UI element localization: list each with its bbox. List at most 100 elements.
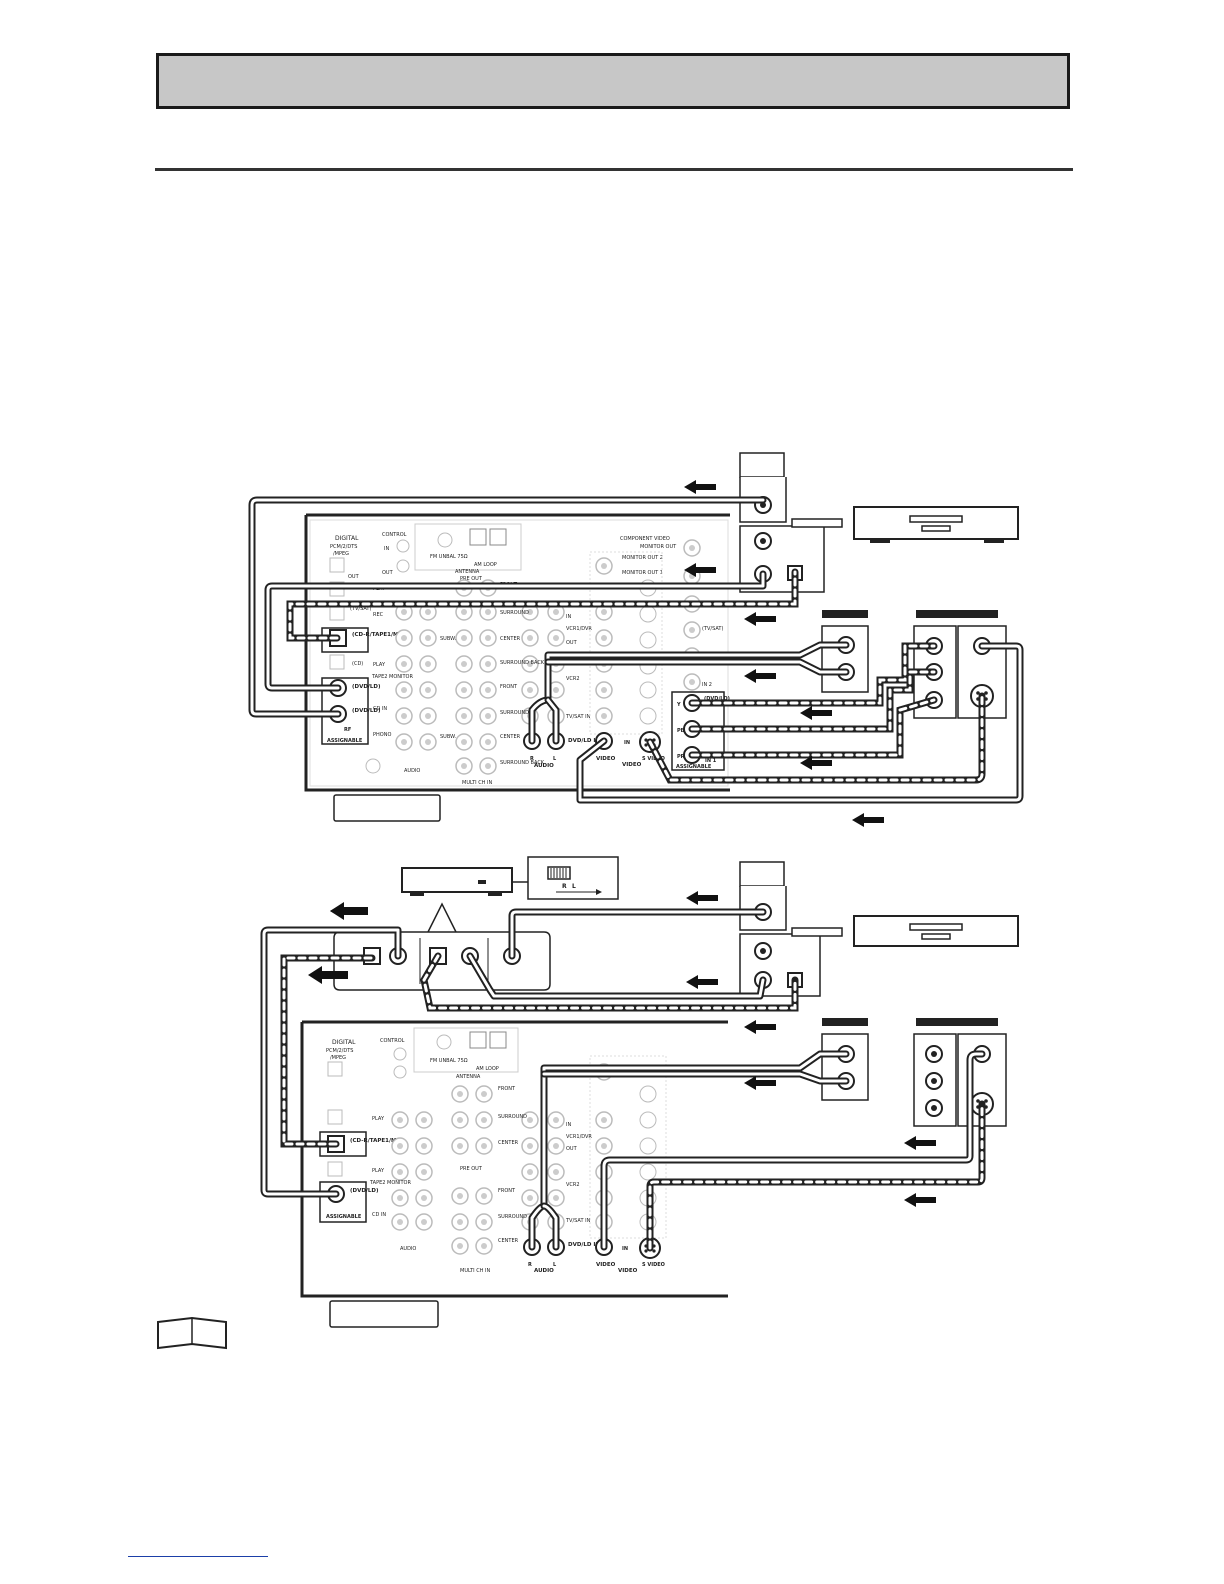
label-audio-faint-b: AUDIO: [400, 1246, 416, 1252]
label-assignable-comp: ASSIGNABLE: [676, 764, 712, 770]
label-dvd-ld-in-top: DVD/LD IN: [568, 738, 600, 744]
tv-unit-bottom: [739, 861, 843, 997]
label-dvd-ld-comp: (DVD/LD): [704, 696, 730, 702]
label-switch-l: L: [572, 883, 576, 890]
label-pr: PR: [677, 754, 685, 760]
label-mpeg: /MPEG: [333, 551, 349, 557]
label-video-top-2: VIDEO: [622, 762, 642, 768]
label-surround-back-1: SURROUND BACK: [500, 660, 545, 666]
dvd-player-bottom: [853, 915, 1019, 947]
label-surround-back-2: SURROUND BACK: [500, 760, 545, 766]
label-video-bottom-1: VIDEO: [596, 1262, 616, 1268]
label-play-b2: PLAY: [372, 1168, 385, 1174]
signal-arrows-bottom: [308, 891, 936, 1207]
label-rec-1: REC: [373, 612, 384, 618]
label-pb: PB: [677, 728, 685, 734]
label-out: OUT: [348, 574, 360, 580]
tv-unit-top: [739, 452, 843, 593]
label-am-loop: AM LOOP: [474, 562, 497, 568]
label-s-video-top: S VIDEO: [642, 756, 665, 762]
label-cdr-tape-md: (CD-R/TAPE1/MD): [352, 632, 406, 638]
label-vcr1-dvr: VCR1/DVR: [566, 626, 592, 632]
label-out-b1: OUT: [566, 1146, 578, 1152]
label-pcm-dts: PCM/2/DTS: [330, 544, 357, 550]
label-monitor-out-1: MONITOR OUT 1: [622, 570, 663, 576]
label-tape2-monitor: TAPE2 MONITOR: [371, 674, 413, 680]
cables-solid-top: [248, 496, 1024, 804]
label-vcr2-b: VCR2: [566, 1182, 580, 1188]
source-audio-out-top: [821, 610, 869, 693]
source-audio-out-bottom: [821, 1018, 869, 1101]
label-vcr1-dvr-b: VCR1/DVR: [566, 1134, 592, 1140]
label-l-bottom: L: [553, 1262, 557, 1268]
label-phono: PHONO: [373, 732, 391, 738]
label-in-bottom: IN: [622, 1246, 628, 1252]
cables-dashed-bottom: [280, 952, 986, 1252]
label-control-b: CONTROL: [380, 1038, 405, 1044]
label-center-b1: CENTER: [498, 1140, 519, 1146]
label-control-in: IN: [384, 546, 389, 552]
label-component-video: COMPONENT VIDEO: [620, 536, 670, 542]
label-monitor-out-2: MONITOR OUT 2: [622, 555, 663, 561]
audio-jack-grid-top: [365, 539, 701, 775]
bottom-diagram: R L DIGITAL PCM/2/DTS /MPEG (CD-R/TAPE1/…: [157, 856, 1019, 1350]
label-s-video-bottom: S VIDEO: [642, 1262, 665, 1268]
dvd-player-top: [853, 506, 1019, 543]
label-video-bottom-2: VIDEO: [618, 1268, 638, 1274]
label-video-top-1: VIDEO: [596, 756, 616, 762]
rf-demodulator-unit: R L: [333, 856, 619, 991]
label-vcr2: VCR2: [566, 676, 580, 682]
label-control: CONTROL: [382, 532, 407, 538]
label-pcm-dts-b: PCM/2/DTS: [326, 1048, 353, 1054]
label-surround-b1: SURROUND: [498, 1114, 527, 1120]
label-monitor-out: MONITOR OUT: [640, 544, 677, 550]
label-in-a: IN: [566, 614, 571, 620]
label-out-a: OUT: [566, 640, 578, 646]
label-cd: (CD): [352, 661, 363, 667]
label-tape2-monitor-b: TAPE2 MONITOR: [369, 1180, 411, 1186]
label-dvd-ld-in-bottom: DVD/LD IN: [568, 1242, 600, 1248]
label-tv-sat-in: TV/SAT IN: [565, 714, 591, 720]
label-pre-out: PRE OUT: [460, 576, 483, 582]
label-in-1-comp: IN 1: [705, 758, 717, 764]
label-assignable-top: ASSIGNABLE: [327, 738, 363, 744]
label-in-b1: IN: [566, 1122, 571, 1128]
label-play-2: PLAY: [373, 662, 386, 668]
label-antenna: ANTENNA: [455, 569, 480, 575]
label-switch-r: R: [562, 883, 567, 890]
label-center-1: CENTER: [500, 636, 521, 642]
label-tv-sat-in-b: TV/SAT IN: [565, 1218, 591, 1224]
label-subw-2: SUBW.: [440, 734, 456, 740]
label-r-bottom: R: [528, 1262, 532, 1268]
label-tv-sat-comp: (TV/SAT): [702, 626, 723, 632]
source-video-out-bottom: [913, 1018, 1007, 1127]
label-front-2: FRONT: [500, 684, 518, 690]
note-book-icon: [157, 1316, 227, 1350]
label-surround-b2: SURROUND: [498, 1214, 527, 1220]
label-antenna-b: ANTENNA: [456, 1074, 481, 1080]
cables-solid-bottom: [260, 908, 986, 1251]
label-cd-in-b: CD IN: [372, 1212, 386, 1218]
label-l-top: L: [553, 756, 557, 762]
label-multi-ch-in-bottom: MULTI CH IN: [460, 1268, 491, 1274]
label-in-top: IN: [624, 740, 630, 746]
label-in-2: IN 2: [702, 682, 712, 688]
label-dvd-ld-in2: (DVD/LD): [352, 708, 381, 714]
label-tv-sat: (TV/SAT): [350, 606, 371, 612]
label-fm-unbal-b: FM UNBAL 75Ω: [430, 1058, 468, 1064]
label-audio-top: AUDIO: [534, 763, 554, 769]
label-front-b2: FRONT: [498, 1188, 516, 1194]
label-fm-unbal: FM UNBAL 75Ω: [430, 554, 468, 560]
cables-dashed-top: [286, 568, 986, 784]
label-multi-ch-in-top: MULTI CH IN: [462, 780, 493, 786]
label-surround-2: SURROUND: [500, 710, 529, 716]
section-divider-rule: [155, 168, 1073, 171]
footer-rule: [128, 1556, 268, 1557]
label-audio-bottom: AUDIO: [534, 1268, 554, 1274]
section-header-bar: [156, 53, 1070, 109]
label-dvd-ld-b: (DVD/LD): [350, 1188, 379, 1194]
label-center-2: CENTER: [500, 734, 521, 740]
label-r-top: R: [530, 756, 534, 762]
label-audio-faint: AUDIO: [404, 768, 420, 774]
